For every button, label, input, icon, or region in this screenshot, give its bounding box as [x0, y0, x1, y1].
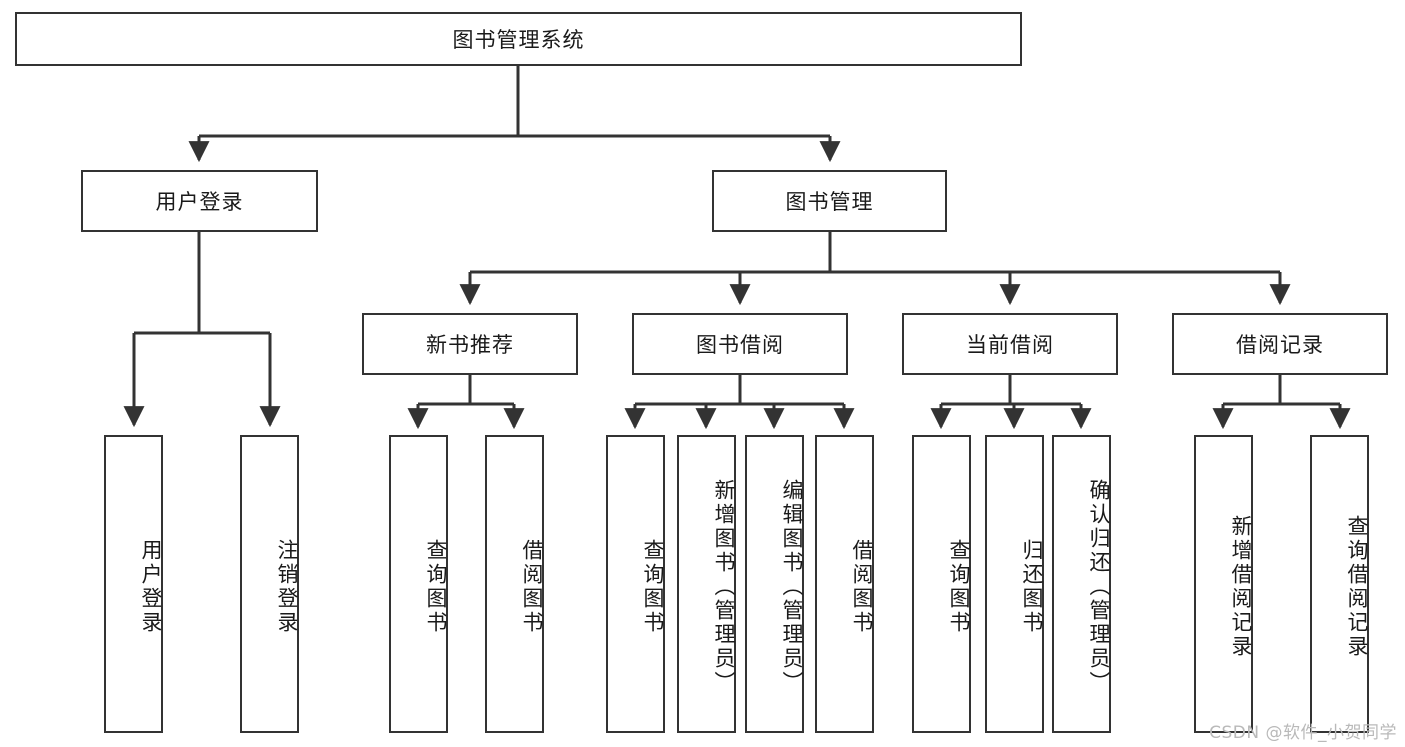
- node-borrow-record[interactable]: 借阅记录: [1172, 313, 1388, 375]
- leaf-add-book-admin[interactable]: 新增图书（管理员）: [677, 435, 736, 733]
- node-book-management-label: 图书管理: [785, 190, 874, 214]
- leaf-borrow-book-recommend-label: 借阅图书: [520, 539, 544, 635]
- leaf-edit-book-admin-label: 编辑图书（管理员）: [780, 479, 804, 695]
- node-root[interactable]: 图书管理系统: [15, 12, 1022, 66]
- leaf-query-book-current-label: 查询图书: [947, 539, 971, 635]
- leaf-return-book[interactable]: 归还图书: [985, 435, 1044, 733]
- leaf-query-book-current[interactable]: 查询图书: [912, 435, 971, 733]
- leaf-borrow-book-label: 借阅图书: [850, 539, 874, 635]
- leaf-confirm-return-admin[interactable]: 确认归还（管理员）: [1052, 435, 1111, 733]
- leaf-query-borrow-record[interactable]: 查询借阅记录: [1310, 435, 1369, 733]
- node-user-login-label: 用户登录: [155, 190, 244, 214]
- leaf-query-book-borrow-label: 查询图书: [641, 539, 665, 635]
- leaf-confirm-return-admin-label: 确认归还（管理员）: [1087, 479, 1111, 695]
- node-new-book-recommend[interactable]: 新书推荐: [362, 313, 578, 375]
- leaf-query-book-recommend[interactable]: 查询图书: [389, 435, 448, 733]
- leaf-add-borrow-record-label: 新增借阅记录: [1229, 515, 1253, 659]
- leaf-add-book-admin-label: 新增图书（管理员）: [712, 479, 736, 695]
- node-new-book-recommend-label: 新书推荐: [426, 333, 514, 357]
- node-book-borrow[interactable]: 图书借阅: [632, 313, 848, 375]
- leaf-add-borrow-record[interactable]: 新增借阅记录: [1194, 435, 1253, 733]
- leaf-borrow-book[interactable]: 借阅图书: [815, 435, 874, 733]
- node-borrow-record-label: 借阅记录: [1236, 333, 1324, 357]
- leaf-user-login[interactable]: 用户登录: [104, 435, 163, 733]
- node-current-borrow-label: 当前借阅: [966, 333, 1054, 357]
- leaf-query-book-recommend-label: 查询图书: [424, 539, 448, 635]
- node-current-borrow[interactable]: 当前借阅: [902, 313, 1118, 375]
- leaf-return-book-label: 归还图书: [1020, 539, 1044, 635]
- leaf-query-borrow-record-label: 查询借阅记录: [1345, 515, 1369, 659]
- node-root-label: 图书管理系统: [452, 28, 585, 52]
- node-user-login[interactable]: 用户登录: [81, 170, 318, 232]
- leaf-query-book-borrow[interactable]: 查询图书: [606, 435, 665, 733]
- leaf-borrow-book-recommend[interactable]: 借阅图书: [485, 435, 544, 733]
- node-book-borrow-label: 图书借阅: [696, 333, 784, 357]
- watermark: CSDN @软件_小贺同学: [1209, 723, 1397, 743]
- leaf-edit-book-admin[interactable]: 编辑图书（管理员）: [745, 435, 804, 733]
- leaf-user-logout-label: 注销登录: [275, 539, 299, 635]
- node-book-management[interactable]: 图书管理: [712, 170, 947, 232]
- leaf-user-logout[interactable]: 注销登录: [240, 435, 299, 733]
- leaf-user-login-label: 用户登录: [139, 539, 163, 635]
